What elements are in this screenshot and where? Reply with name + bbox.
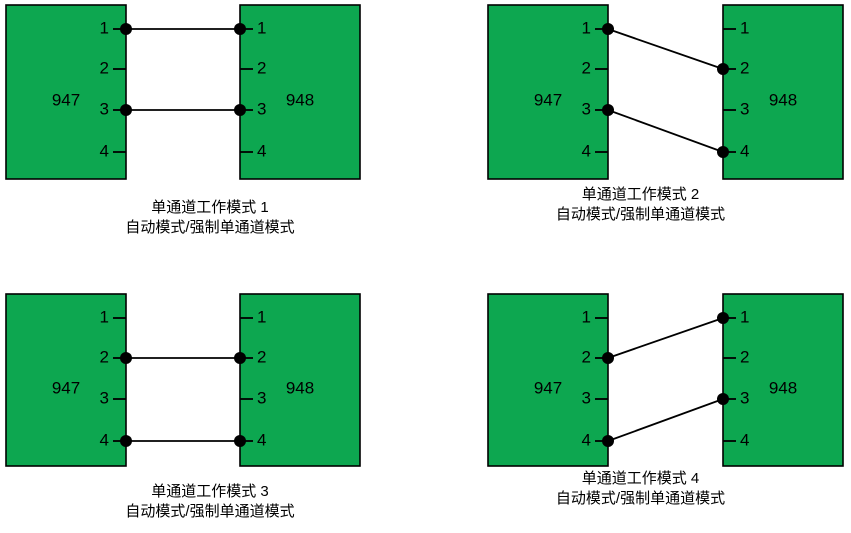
wire-4-to-3 [607, 398, 724, 442]
port-label-right-3: 3 [257, 99, 266, 118]
port-label-left-3: 3 [582, 388, 591, 407]
device-box-right [722, 293, 844, 467]
port-label-left-1: 1 [582, 18, 591, 37]
port-label-left-1: 1 [100, 307, 109, 326]
port-label-right-4: 4 [740, 430, 749, 449]
device-label-left: 947 [534, 378, 562, 397]
device-label-left: 947 [52, 90, 80, 109]
caption-subtitle: 自动模式/强制单通道模式 [125, 503, 295, 520]
device-label-left: 947 [534, 90, 562, 109]
port-label-left-2: 2 [582, 58, 591, 77]
caption-title: 单通道工作模式 2 [581, 186, 700, 203]
port-label-right-4: 4 [257, 141, 266, 160]
port-label-right-1: 1 [740, 18, 749, 37]
caption-title: 单通道工作模式 4 [581, 470, 700, 487]
wire-1-to-2 [607, 28, 724, 70]
device-box-right [722, 4, 844, 180]
port-label-right-3: 3 [257, 388, 266, 407]
device-box-right [239, 293, 361, 467]
port-label-right-1: 1 [257, 18, 266, 37]
caption-subtitle: 自动模式/强制单通道模式 [555, 206, 726, 223]
port-label-left-3: 3 [582, 99, 591, 118]
port-label-right-2: 2 [257, 58, 266, 77]
ports-right: 1 2 3 4 [717, 18, 749, 160]
panel-3-graphic: 1 2 3 4 1 2 3 4 947 948 [5, 293, 361, 467]
device-box-left [487, 4, 609, 180]
port-label-left-4: 4 [582, 430, 591, 449]
device-box-right [239, 4, 361, 180]
port-label-right-2: 2 [740, 58, 749, 77]
device-box-left [487, 293, 609, 467]
panel-2-graphic: 1 2 3 4 1 2 3 4 947 948 [487, 4, 844, 180]
port-label-left-4: 4 [100, 430, 109, 449]
port-label-right-3: 3 [740, 388, 749, 407]
port-label-right-2: 2 [740, 347, 749, 366]
connection-wires [607, 28, 724, 153]
device-label-right: 948 [286, 90, 314, 109]
wire-3-to-4 [607, 109, 724, 153]
ports-right: 1 2 3 4 [717, 307, 749, 449]
panel-3-caption: 单通道工作模式 3 自动模式/强制单通道模式 [0, 482, 420, 522]
port-label-right-2: 2 [257, 347, 266, 366]
panel-4-caption: 单通道工作模式 4 自动模式/强制单通道模式 [430, 469, 851, 509]
panel-single-channel-mode-3: 1 2 3 4 1 2 3 4 947 948 单通道工作模式 3 自动模式/强制单通道模式 [0, 289, 420, 533]
caption-subtitle: 自动模式/强制单通道模式 [125, 219, 295, 236]
port-label-left-1: 1 [582, 307, 591, 326]
wire-2-to-1 [607, 317, 724, 359]
panel-4-graphic: 1 2 3 4 1 2 3 4 947 948 [487, 293, 844, 467]
caption-title: 单通道工作模式 3 [151, 483, 269, 500]
port-label-left-2: 2 [582, 347, 591, 366]
port-label-right-3: 3 [740, 99, 749, 118]
device-box-left [5, 293, 127, 467]
panel-1-graphic: 1 2 3 4 1 2 3 4 947 948 [5, 4, 361, 180]
device-label-right: 948 [286, 378, 314, 397]
ports-left: 1 2 3 4 [582, 18, 614, 160]
port-label-right-1: 1 [257, 307, 266, 326]
port-label-right-4: 4 [257, 430, 266, 449]
caption-subtitle: 自动模式/强制单通道模式 [555, 490, 726, 507]
port-label-right-1: 1 [740, 307, 749, 326]
caption-title: 单通道工作模式 1 [151, 199, 269, 216]
port-label-left-2: 2 [100, 58, 109, 77]
panel-single-channel-mode-4: 1 2 3 4 1 2 3 4 947 948 单通道工作模式 4 自动模式/强制单通道模式 [430, 289, 851, 533]
device-label-left: 947 [52, 378, 80, 397]
panel-single-channel-mode-2: 1 2 3 4 1 2 3 4 947 948 单通道工作模式 2 自动模式/强制单通道模式 [430, 0, 851, 250]
panel-2-caption: 单通道工作模式 2 自动模式/强制单通道模式 [430, 185, 851, 225]
port-label-left-1: 1 [100, 18, 109, 37]
port-label-right-4: 4 [740, 141, 749, 160]
panel-1-caption: 单通道工作模式 1 自动模式/强制单通道模式 [0, 198, 420, 238]
device-label-right: 948 [769, 90, 797, 109]
device-label-right: 948 [769, 378, 797, 397]
connection-wires [607, 317, 724, 442]
device-box-left [5, 4, 127, 180]
connection-wires [126, 28, 240, 111]
port-label-left-4: 4 [100, 141, 109, 160]
port-label-left-4: 4 [582, 141, 591, 160]
port-label-left-3: 3 [100, 99, 109, 118]
port-label-left-2: 2 [100, 347, 109, 366]
connection-wires [126, 357, 240, 442]
port-label-left-3: 3 [100, 388, 109, 407]
panel-single-channel-mode-1: 1 2 3 4 1 2 3 4 947 948 单通道工作模式 1 自动模式/强制单通道模式 [0, 0, 420, 250]
